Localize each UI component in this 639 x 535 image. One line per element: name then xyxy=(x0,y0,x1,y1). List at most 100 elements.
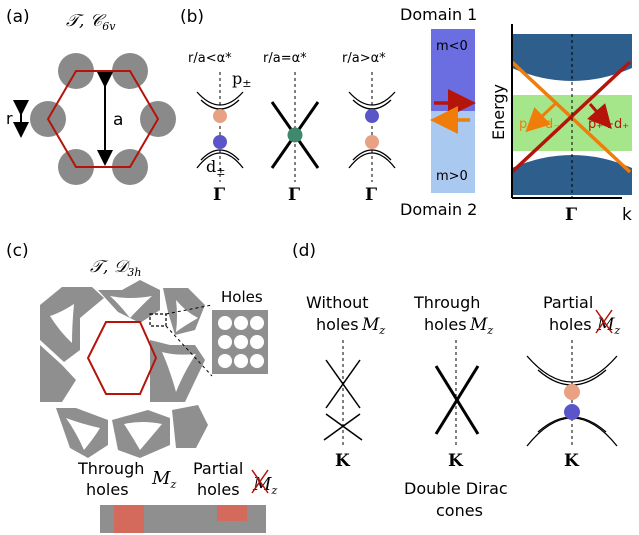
panel-c: (c) 𝒯, 𝒟3h Holes xyxy=(6,241,277,533)
dirac-band xyxy=(325,359,361,409)
partial-holes-label-1: Partial xyxy=(193,459,243,478)
hole xyxy=(234,354,248,368)
degenerate-point-dot xyxy=(287,127,303,143)
gamma-tick-label: Γ xyxy=(565,205,577,225)
lattice-cell xyxy=(172,405,208,448)
panel-c-symmetry: 𝒯, 𝒟3h xyxy=(90,257,142,279)
p-state-dot xyxy=(213,109,227,123)
d-state-dot xyxy=(213,135,227,149)
case-label-1: Through xyxy=(413,293,480,312)
upper-band xyxy=(196,91,244,106)
case-partial-holes: Partial holes Mz K xyxy=(526,293,620,471)
hole xyxy=(234,316,248,330)
k-point-label: K xyxy=(564,451,580,471)
hole xyxy=(218,335,232,349)
lower-band xyxy=(196,152,244,169)
upper-band xyxy=(348,91,396,106)
p-state-dot xyxy=(564,384,580,400)
lattice-cell xyxy=(40,345,76,402)
cone-dirac: r/a=α* Γ xyxy=(263,51,320,205)
triangle-hole xyxy=(66,418,100,450)
lower-band xyxy=(200,149,240,161)
red-state-label: p₊+d₊ xyxy=(588,117,629,132)
panel-a: (a) 𝒯, 𝒞6v a r xyxy=(6,7,176,185)
hole xyxy=(250,354,264,368)
through-holes-label-1: Through xyxy=(77,459,144,478)
d-state-dot xyxy=(564,404,580,420)
triangle-hole xyxy=(50,304,74,343)
caption-line-2: cones xyxy=(436,501,483,520)
triangle-holes xyxy=(50,296,198,450)
panel-b: (b) r/a<α* p± d± Γ r/a=α* Γ r/a>α* xyxy=(180,5,632,225)
partial-hole-section xyxy=(217,505,247,521)
triangle-hole xyxy=(124,422,162,450)
lower-band xyxy=(348,152,396,169)
gamma-point-label: Γ xyxy=(365,185,377,205)
mirror-mz-label: Mz xyxy=(361,315,385,337)
k-axis-label: k xyxy=(622,205,632,225)
case-label-1: Partial xyxy=(543,293,593,312)
panel-a-symmetry: 𝒯, 𝒞6v xyxy=(66,11,116,33)
domain-2-label: Domain 2 xyxy=(400,200,477,219)
case-label-2: holes xyxy=(316,315,359,334)
cone-gapped-small-r: r/a<α* p± d± Γ xyxy=(188,51,251,205)
hole-array xyxy=(218,316,264,368)
triangle-hole xyxy=(162,352,196,392)
hole xyxy=(218,316,232,330)
partial-holes-label-2: holes xyxy=(197,480,240,499)
r-label: r xyxy=(6,109,13,128)
dirac-band xyxy=(434,365,480,435)
case-without-holes: Without holes Mz K xyxy=(306,293,385,471)
hole xyxy=(250,335,264,349)
triangle-hole xyxy=(110,296,152,318)
k-point-label: K xyxy=(335,451,351,471)
caption-line-1: Double Dirac xyxy=(404,479,508,498)
red-state-arrow xyxy=(587,103,612,130)
hole xyxy=(250,316,264,330)
through-hole-section xyxy=(114,505,144,533)
case-through-holes: Through holes Mz K xyxy=(413,293,493,471)
case-label-2: holes xyxy=(549,315,592,334)
hole xyxy=(218,354,232,368)
zoom-source-box xyxy=(149,313,167,327)
orange-state-label: p₋+d₋ xyxy=(519,117,560,132)
dirac-band xyxy=(325,413,363,441)
orange-state-arrow xyxy=(525,102,557,133)
d-state-dot xyxy=(365,109,379,123)
panel-d-label: (d) xyxy=(292,241,316,261)
panel-d: (d) Without holes Mz K Through holes Mz … xyxy=(292,241,620,520)
gamma-point-label: Γ xyxy=(213,185,225,205)
cone-gapped-large-r: r/a>α* Γ xyxy=(342,51,396,205)
band-structure-plot: p₋+d₋ p₊+d₊ Energy Γ k xyxy=(489,24,632,225)
mirror-mz-label: Mz xyxy=(151,468,176,491)
p-label: p± xyxy=(232,69,251,90)
lower-band xyxy=(352,149,392,161)
through-holes-label-2: holes xyxy=(86,480,129,499)
mass-negative-label: m<0 xyxy=(436,39,468,54)
lower-bulk-band xyxy=(512,155,632,195)
dirac-band xyxy=(323,413,361,441)
upper-band xyxy=(526,355,618,383)
cone-heading: r/a>α* xyxy=(342,51,386,66)
domain-1-label: Domain 1 xyxy=(400,5,477,24)
p-state-dot xyxy=(365,135,379,149)
case-label-2: holes xyxy=(424,315,467,334)
panel-b-label: (b) xyxy=(180,7,204,27)
hole xyxy=(234,335,248,349)
energy-axis-label: Energy xyxy=(489,84,508,140)
gamma-point-label: Γ xyxy=(288,185,300,205)
k-point-label: K xyxy=(448,451,464,471)
cone-heading: r/a=α* xyxy=(263,51,307,66)
rod-circles xyxy=(30,53,176,185)
case-label-1: Without xyxy=(306,293,369,312)
a-label: a xyxy=(113,110,123,130)
panel-c-label: (c) xyxy=(6,241,29,261)
triangle-hole xyxy=(176,300,198,332)
panel-a-label: (a) xyxy=(6,7,30,27)
cone-heading: r/a<α* xyxy=(188,51,232,66)
strike-mark xyxy=(595,309,613,334)
domain-wall: Domain 1 m<0 m>0 Domain 2 xyxy=(400,5,477,219)
unit-cell-hexagon xyxy=(86,321,158,395)
zoom-line xyxy=(165,304,213,315)
